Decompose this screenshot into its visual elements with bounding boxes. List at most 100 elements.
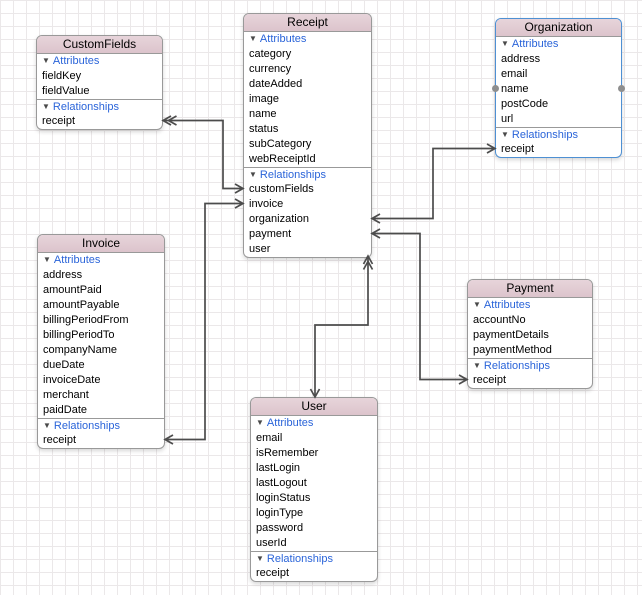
- attribute-row[interactable]: url: [501, 113, 514, 125]
- disclosure-triangle-icon[interactable]: ▼: [43, 255, 51, 264]
- attribute-row[interactable]: merchant: [43, 389, 89, 401]
- arrowhead-icon: [362, 254, 374, 270]
- section-label: Attributes: [266, 417, 314, 429]
- disclosure-triangle-icon[interactable]: ▼: [249, 34, 257, 43]
- attribute-row[interactable]: lastLogout: [256, 477, 307, 489]
- disclosure-triangle-icon[interactable]: ▼: [256, 418, 264, 427]
- attribute-row[interactable]: dueDate: [43, 359, 85, 371]
- connector-line[interactable]: [372, 147, 495, 220]
- arrowhead-icon: [458, 374, 469, 385]
- attribute-row[interactable]: amountPayable: [43, 299, 120, 311]
- attribute-row[interactable]: address: [501, 53, 541, 65]
- attribute-row[interactable]: userId: [256, 537, 287, 549]
- arrowhead-icon: [370, 228, 381, 239]
- attribute-row[interactable]: currency: [249, 63, 292, 75]
- attribute-row[interactable]: paymentMethod: [473, 344, 552, 356]
- attribute-row[interactable]: email: [501, 68, 528, 80]
- entity-title[interactable]: Receipt: [244, 14, 371, 32]
- attribute-row[interactable]: image: [249, 93, 279, 105]
- connector-line[interactable]: [314, 256, 369, 397]
- connector-receipt-payment[interactable]: [370, 228, 469, 385]
- connector-receipt-organization[interactable]: [370, 143, 497, 224]
- attribute-row[interactable]: name: [249, 108, 277, 120]
- attribute-row[interactable]: fieldValue: [42, 85, 90, 97]
- section-header-relationships: ▼Relationships: [38, 418, 164, 433]
- connector-line[interactable]: [163, 119, 243, 190]
- relationship-row[interactable]: customFields: [249, 183, 314, 195]
- entity-title[interactable]: User: [251, 398, 377, 416]
- relationship-row[interactable]: organization: [249, 213, 309, 225]
- attribute-row[interactable]: password: [256, 522, 304, 534]
- relationship-row[interactable]: receipt: [501, 143, 535, 155]
- connector-receipt-user[interactable]: [309, 254, 374, 399]
- disclosure-triangle-icon[interactable]: ▼: [42, 102, 50, 111]
- relationship-row[interactable]: user: [249, 243, 271, 255]
- section-label: Attributes: [52, 55, 100, 67]
- attribute-row[interactable]: billingPeriodFrom: [43, 314, 129, 326]
- arrowhead-icon: [234, 183, 245, 194]
- section-label: Attributes: [53, 254, 101, 266]
- attribute-row[interactable]: invoiceDate: [43, 374, 101, 386]
- attribute-row[interactable]: dateAdded: [249, 78, 303, 90]
- attribute-row[interactable]: billingPeriodTo: [43, 329, 115, 341]
- section-header-relationships: ▼Relationships: [244, 167, 371, 182]
- attribute-row[interactable]: email: [256, 432, 283, 444]
- connector-customfields-receipt[interactable]: [161, 115, 245, 194]
- arrowhead-icon: [234, 198, 245, 209]
- relationship-row[interactable]: payment: [249, 228, 292, 240]
- disclosure-triangle-icon[interactable]: ▼: [501, 39, 509, 48]
- disclosure-triangle-icon[interactable]: ▼: [249, 170, 257, 179]
- attribute-row[interactable]: subCategory: [249, 138, 312, 150]
- arrowhead-icon: [163, 434, 174, 445]
- attribute-row[interactable]: category: [249, 48, 292, 60]
- relationship-row[interactable]: receipt: [43, 434, 77, 446]
- disclosure-triangle-icon[interactable]: ▼: [42, 56, 50, 65]
- section-label: Relationships: [53, 420, 120, 432]
- entity-title[interactable]: CustomFields: [37, 36, 162, 54]
- attribute-row[interactable]: webReceiptId: [249, 153, 316, 165]
- entity-title[interactable]: Payment: [468, 280, 592, 298]
- section-header-attributes: ▼Attributes: [244, 32, 371, 47]
- attribute-row[interactable]: accountNo: [473, 314, 526, 326]
- attribute-row[interactable]: fieldKey: [42, 70, 82, 82]
- entity-title[interactable]: Invoice: [38, 235, 164, 253]
- attribute-row[interactable]: name: [501, 83, 529, 95]
- disclosure-triangle-icon[interactable]: ▼: [43, 421, 51, 430]
- resize-handle-right[interactable]: [618, 84, 625, 92]
- attribute-row[interactable]: loginStatus: [256, 492, 311, 504]
- attribute-row[interactable]: isRemember: [256, 447, 319, 459]
- relationship-row[interactable]: receipt: [42, 115, 76, 127]
- attribute-row[interactable]: loginType: [256, 507, 304, 519]
- arrowhead-icon: [486, 143, 497, 154]
- disclosure-triangle-icon[interactable]: ▼: [473, 300, 481, 309]
- disclosure-triangle-icon[interactable]: ▼: [473, 361, 481, 370]
- section-label: Relationships: [259, 169, 326, 181]
- attribute-row[interactable]: paymentDetails: [473, 329, 549, 341]
- connector-line[interactable]: [372, 232, 467, 381]
- connector-invoice-receipt[interactable]: [163, 198, 245, 445]
- attribute-row[interactable]: status: [249, 123, 279, 135]
- section-label: Attributes: [483, 299, 531, 311]
- attribute-row[interactable]: address: [43, 269, 83, 281]
- attribute-row[interactable]: paidDate: [43, 404, 88, 416]
- resize-handle-left[interactable]: [492, 84, 499, 92]
- entity-title[interactable]: Organization: [496, 19, 621, 37]
- attribute-row[interactable]: postCode: [501, 98, 549, 110]
- attribute-row[interactable]: lastLogin: [256, 462, 301, 474]
- attribute-row[interactable]: amountPaid: [43, 284, 102, 296]
- disclosure-triangle-icon[interactable]: ▼: [501, 130, 509, 139]
- section-label: Attributes: [259, 33, 307, 45]
- attribute-row[interactable]: companyName: [43, 344, 117, 356]
- connector-line[interactable]: [165, 202, 243, 441]
- relationship-row[interactable]: invoice: [249, 198, 284, 210]
- relationship-row[interactable]: receipt: [473, 374, 507, 386]
- relationship-row[interactable]: receipt: [256, 567, 290, 579]
- disclosure-triangle-icon[interactable]: ▼: [256, 554, 264, 563]
